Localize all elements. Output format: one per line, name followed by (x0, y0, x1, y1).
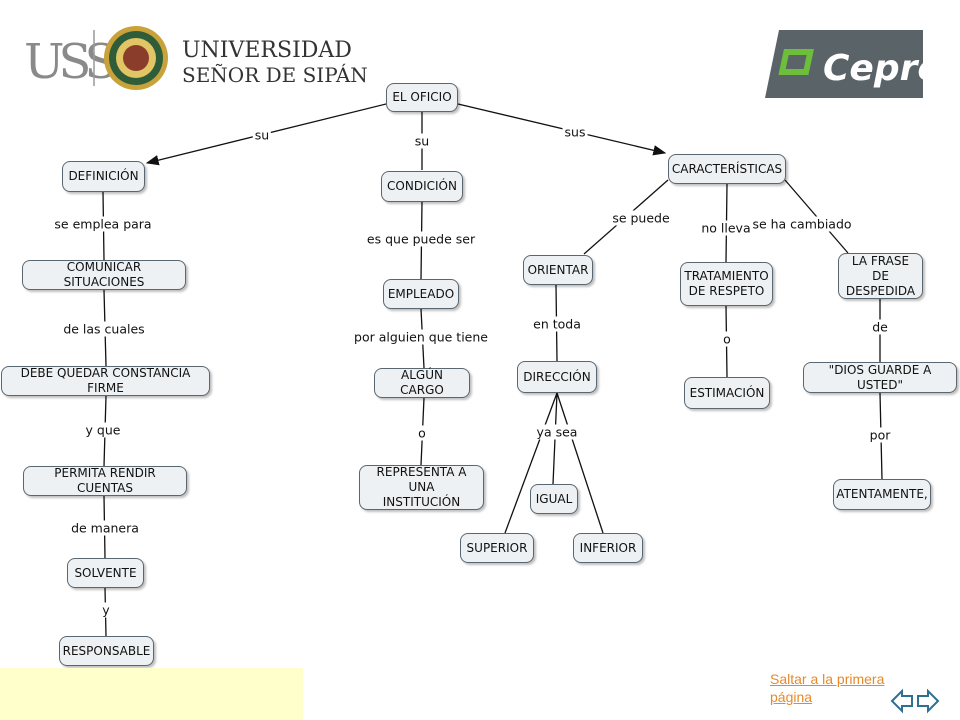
link-label: y que (83, 422, 123, 438)
link-label: por alguien que tiene (352, 329, 490, 345)
link-label: ya sea (534, 424, 580, 440)
node-comunicar-situaciones: COMUNICAR SITUACIONES (22, 260, 186, 290)
arrow-left-icon[interactable] (890, 688, 913, 714)
link-label: se ha cambiado (750, 216, 854, 232)
slide-navigation (890, 686, 940, 716)
node-superior: SUPERIOR (460, 533, 534, 563)
link-label: y (100, 602, 112, 618)
node-condicion: CONDICIÓN (381, 171, 463, 202)
node-caracteristicas: CARACTERÍSTICAS (668, 154, 786, 184)
node-estimacion: ESTIMACIÓN (684, 377, 770, 409)
link-label: o (721, 331, 733, 347)
node-igual: IGUAL (530, 484, 578, 514)
node-el-oficio: EL OFICIO (386, 83, 458, 112)
link-label: en toda (531, 316, 583, 332)
link-label: se emplea para (52, 216, 154, 232)
link-label: no lleva (699, 220, 753, 236)
link-label: por (867, 427, 893, 443)
node-debe-quedar-constancia: DEBE QUEDAR CONSTANCIA FIRME (1, 366, 210, 396)
node-empleado: EMPLEADO (383, 279, 459, 309)
node-dios-guarde: "DIOS GUARDE A USTED" (803, 362, 957, 393)
university-name-line1: UNIVERSIDAD (182, 38, 352, 63)
link-label: se puede (610, 210, 672, 226)
node-frase-despedida: LA FRASE DE DESPEDIDA (838, 253, 923, 299)
node-algun-cargo: ALGÚN CARGO (374, 368, 470, 398)
cepre-text: Cepre (823, 48, 923, 89)
node-inferior: INFERIOR (573, 533, 643, 563)
arrow-right-icon[interactable] (917, 688, 940, 714)
link-label: es que puede ser (364, 231, 478, 247)
link-label: de manera (69, 520, 141, 536)
footer-highlight (0, 668, 303, 720)
node-definicion: DEFINICIÓN (62, 161, 145, 192)
link-label: sus (562, 124, 588, 140)
node-tratamiento-respeto: TRATAMIENTO DE RESPETO (680, 262, 773, 306)
node-solvente: SOLVENTE (67, 558, 144, 588)
link-label: de (870, 319, 890, 335)
university-name-line2: SEÑOR DE SIPÁN (182, 63, 368, 87)
uss-logo: USS UNIVERSIDAD SEÑOR DE SIPÁN (24, 26, 374, 96)
link-label: de las cuales (61, 321, 147, 337)
university-seal (104, 26, 168, 90)
link-label: su (252, 127, 272, 143)
node-atentamente: ATENTAMENTE, (833, 479, 931, 510)
node-representa-institucion: REPRESENTA A UNA INSTITUCIÓN (359, 465, 484, 510)
link-label: o (416, 425, 428, 441)
link-label: su (412, 133, 432, 149)
jump-to-first-page-link[interactable]: Saltar a la primera página (770, 671, 885, 706)
node-responsable: RESPONSABLE (59, 636, 154, 666)
node-permita-rendir-cuentas: PERMITA RENDIR CUENTAS (23, 466, 187, 496)
node-orientar: ORIENTAR (523, 255, 593, 285)
cepre-logo: Cepre (765, 30, 942, 98)
node-direccion: DIRECCIÓN (517, 361, 597, 393)
